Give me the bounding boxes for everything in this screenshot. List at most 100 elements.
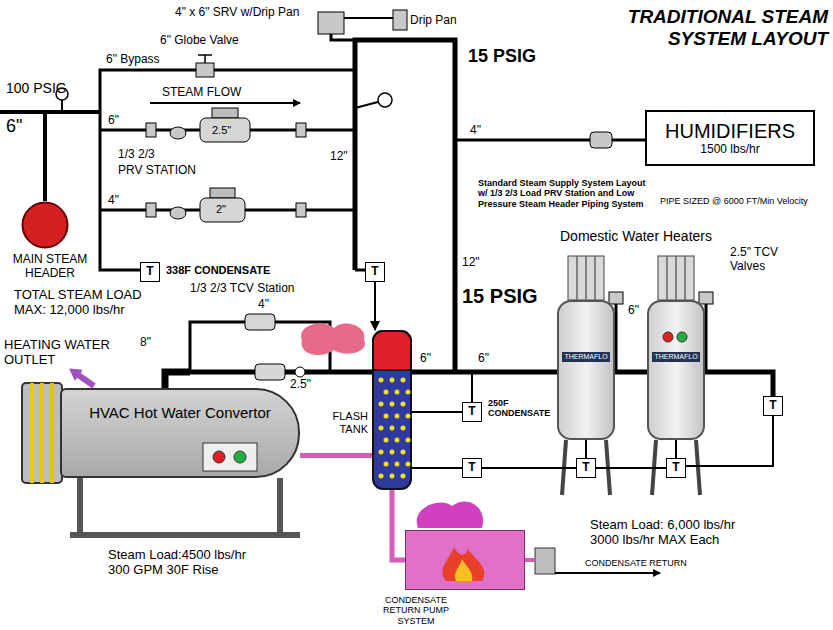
trap-letter: T — [371, 265, 378, 279]
convertor-steam-inlet — [165, 372, 190, 388]
flame-core — [455, 559, 472, 581]
steam-trap: T — [666, 458, 686, 478]
steam-trap: T — [365, 262, 385, 282]
stack-tubes — [577, 256, 685, 300]
trap-line — [412, 467, 462, 469]
condensate-pump: CONDENSATE RETURN PUMP SYSTEM — [405, 530, 525, 590]
trap-line — [482, 467, 576, 469]
annotation-label: 4" — [470, 124, 481, 138]
steam-bubble — [395, 414, 400, 419]
annotation-label: 6" Bypass — [106, 53, 160, 67]
gate-valve — [146, 203, 156, 217]
control-panel — [202, 442, 258, 472]
tank-top — [373, 331, 411, 370]
gate-valve — [146, 123, 156, 137]
flash-steam-cloud — [301, 324, 365, 355]
prv-valve — [200, 198, 245, 222]
annotation-label: CONDENSATE RETURN — [585, 558, 687, 568]
steam-bubble — [401, 378, 406, 383]
trap-letter: T — [468, 405, 475, 419]
trap-letter: T — [672, 461, 679, 475]
annotation-label: Steam Load:4500 lbs/hr 300 GPM 30F Rise — [108, 548, 268, 578]
annotation-label: 100 PSIG — [6, 80, 67, 96]
water-heater: THERMAFLO — [647, 300, 705, 440]
trap-letter: T — [146, 265, 153, 279]
steam-bubble — [379, 378, 384, 383]
tcv-valve — [609, 292, 623, 304]
annotation-label: 6" — [478, 352, 489, 366]
panel-box — [203, 443, 257, 471]
diagram-title: TRADITIONAL STEAM SYSTEM LAYOUT — [606, 6, 828, 50]
annotation-label: 2.5" TCV Valves — [730, 246, 790, 274]
trap-line — [374, 282, 376, 330]
hot-water-convertor: HVAC Hot Water Convertor — [60, 388, 300, 478]
header-circle — [23, 203, 68, 248]
steam-bubble — [390, 378, 395, 383]
steam-bubble — [406, 414, 411, 419]
low-pressure-pipe — [355, 40, 455, 372]
steam-bubble — [401, 450, 406, 455]
steam-bubble — [379, 402, 384, 407]
steam-bubble — [401, 474, 406, 479]
annotation-label: PRV STATION — [118, 164, 196, 178]
node-text: HVAC Hot Water Convertor — [89, 404, 271, 421]
annotation-label: 6" — [420, 352, 431, 366]
steam-trap: T — [462, 458, 482, 478]
steam-header: MAIN STEAM HEADER — [21, 201, 69, 249]
pump-motor — [535, 548, 555, 574]
flame-icon — [436, 545, 496, 585]
annotation-label: STEAM FLOW — [162, 86, 241, 100]
main-steam-pipe — [0, 110, 100, 114]
annotation-label: 6" — [108, 114, 119, 128]
annotation-label: Steam Load: 6,000 lbs/hr 3000 lbs/hr MAX… — [590, 518, 750, 548]
water-heater: THERMAFLO — [557, 300, 615, 440]
node-text: HUMIDIFIERS — [665, 120, 795, 143]
annotation-label: 6" — [6, 116, 22, 137]
humidifier-pipe — [455, 139, 645, 142]
condensate-return-line — [555, 572, 660, 574]
indicator-light — [677, 332, 687, 342]
vent-plume — [417, 502, 483, 528]
annotation-label: 8" — [140, 336, 151, 350]
prv-cap — [210, 188, 235, 198]
condensate-pipe — [300, 453, 372, 458]
gauge-stem — [61, 100, 63, 112]
steam-bubble — [395, 438, 400, 443]
bypass-pipe — [100, 70, 355, 112]
indicator-light — [213, 451, 225, 463]
drip-pan — [393, 10, 407, 30]
annotation-label: 12" — [462, 256, 480, 270]
flame — [442, 547, 484, 581]
shape-caption: FLASH TANK — [316, 410, 368, 435]
annotation-label: 15 PSIG — [468, 46, 536, 67]
shape-caption: CONDENSATE RETURN PUMP SYSTEM — [366, 595, 466, 626]
steam-bubble — [406, 390, 411, 395]
annotation-label: 6" — [628, 304, 639, 318]
steam-bubble — [384, 414, 389, 419]
trap-letter: T — [582, 461, 589, 475]
nameplate-text: THERMAFLO — [652, 352, 699, 362]
steam-flow-arrow — [150, 102, 300, 104]
trap-line — [412, 411, 462, 413]
gauge-stem — [355, 102, 378, 108]
annotation-label: PIPE SIZED @ 6000 FT/Min Velocity — [660, 196, 808, 206]
annotation-label: 338F CONDENSATE — [166, 264, 270, 277]
prv-valve — [200, 118, 250, 142]
indicator-light — [663, 332, 673, 342]
tank-shape — [372, 330, 412, 490]
annotation-label: Drip Pan — [410, 14, 457, 28]
steam-bubble — [384, 438, 389, 443]
header-shape — [21, 201, 69, 249]
steam-bubble — [406, 462, 411, 467]
annotation-label: 12" — [330, 150, 348, 164]
steam-bubble — [395, 462, 400, 467]
annotation-label: 2" — [216, 203, 226, 216]
annotation-label: 1/3 2/3 TCV Station — [190, 282, 295, 296]
steam-bubble — [406, 438, 411, 443]
annotation-label: 250F CONDENSATE — [488, 398, 558, 419]
srv-discharge — [344, 17, 393, 19]
tcv-valve — [255, 364, 285, 380]
pressure-gauge — [378, 93, 392, 107]
steam-bubble — [401, 402, 406, 407]
